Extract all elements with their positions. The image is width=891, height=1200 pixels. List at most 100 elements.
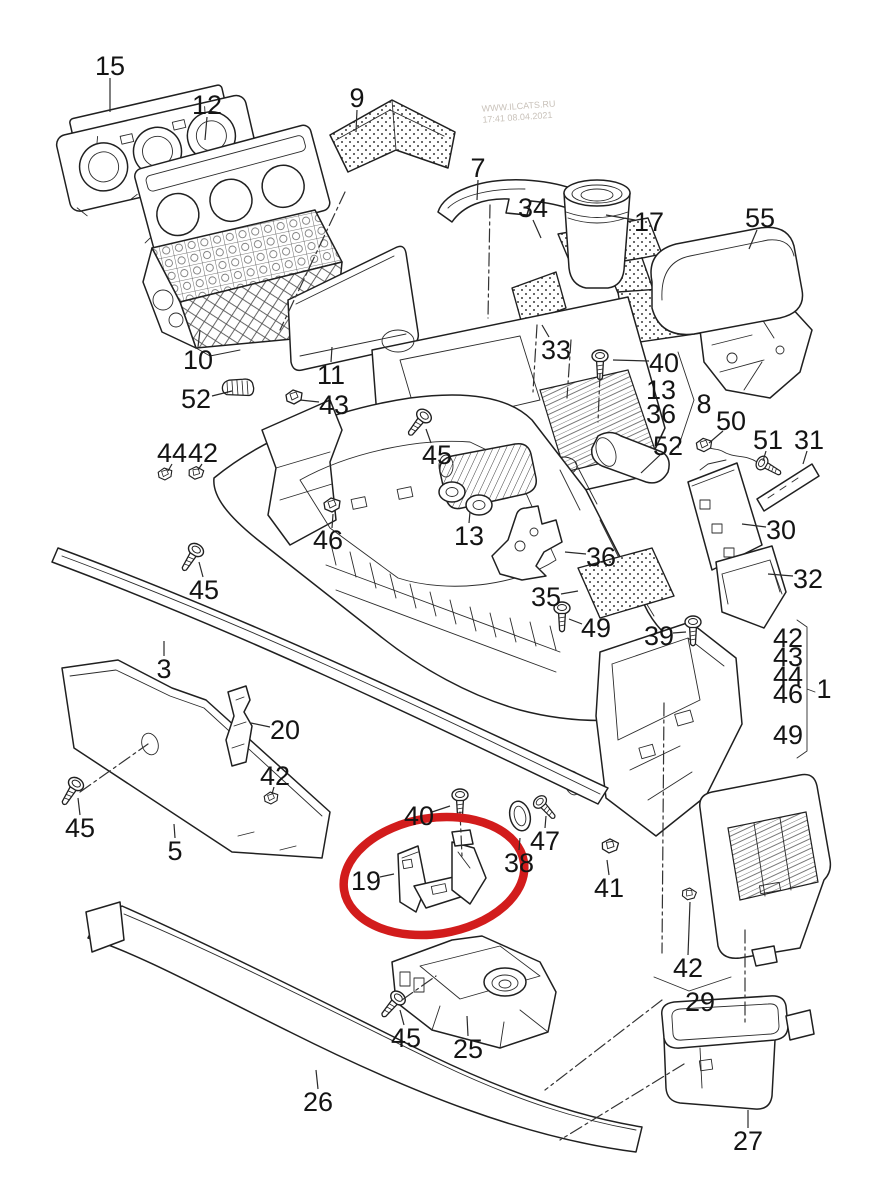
leader-line-36-26 xyxy=(564,551,587,555)
leader-line-46-24 xyxy=(331,513,334,529)
leader-line-51-13 xyxy=(762,450,767,462)
part-38-grommet xyxy=(508,800,532,832)
callout-45-50: 45 xyxy=(391,1023,421,1053)
watermark: WWW.ILCATS.RU 17:41 08.04.2021 xyxy=(481,99,555,125)
leader-line-10-17 xyxy=(197,329,201,348)
leader-line-45-34 xyxy=(77,797,81,816)
leader-line-7-3 xyxy=(476,179,479,201)
part-42-clip-bottom-right xyxy=(680,886,698,902)
leader-line-33-53 xyxy=(541,324,550,338)
callout-35-27: 35 xyxy=(531,582,561,612)
leader-line-39-29 xyxy=(672,631,687,634)
callout-12-1: 12 xyxy=(192,90,222,120)
leader-line-42-23 xyxy=(197,463,203,471)
callout-25-49: 25 xyxy=(453,1034,483,1064)
leader-line-42-33 xyxy=(271,786,275,795)
callout-13-8: 13 xyxy=(646,375,676,405)
group-brackets xyxy=(653,351,816,992)
callout-50-12: 50 xyxy=(716,406,746,436)
callout-39-29: 39 xyxy=(644,621,674,651)
part-9-rubber-mat xyxy=(329,99,456,173)
part-console-body xyxy=(213,394,713,796)
callout-33-53: 33 xyxy=(541,335,571,365)
callout-5-35: 5 xyxy=(167,836,182,866)
callout-29-48: 29 xyxy=(685,987,715,1017)
leader-line-25-49 xyxy=(466,1015,469,1037)
part-33-mat xyxy=(511,271,567,325)
callout-43-42: 43 xyxy=(773,642,803,672)
part-29-rear-vent xyxy=(699,773,832,967)
callout-9-2: 9 xyxy=(349,83,364,113)
callout-46-24: 46 xyxy=(313,525,343,555)
leader-line-20-32 xyxy=(250,722,271,728)
part-30-side-panel xyxy=(687,459,763,571)
callout-42-33: 42 xyxy=(260,761,290,791)
callout-42-41: 42 xyxy=(773,623,803,653)
leader-line-42-47 xyxy=(687,901,691,956)
part-3-trim-strip xyxy=(51,547,609,805)
callout-49-28: 49 xyxy=(581,613,611,643)
leader-line-34-4 xyxy=(532,219,542,239)
watermark-line2: 17:41 08.04.2021 xyxy=(482,110,553,125)
callout-26-51: 26 xyxy=(303,1087,333,1117)
part-43-clip xyxy=(285,389,303,405)
callout-13-25: 13 xyxy=(454,521,484,551)
leader-line-26-51 xyxy=(315,1069,319,1090)
leader-line-45-21 xyxy=(425,428,432,444)
callout-17-5: 17 xyxy=(634,207,664,237)
leader-line-32-16 xyxy=(767,573,794,577)
leader-line-43-20 xyxy=(299,399,320,403)
leader-line-31-14 xyxy=(802,450,808,465)
part-5-side-panel xyxy=(61,659,331,859)
part-41-clip xyxy=(600,837,620,855)
part-32-tray-box xyxy=(715,545,787,629)
callout-27-52: 27 xyxy=(733,1126,763,1156)
leader-line-47-38 xyxy=(544,815,547,829)
leader-line-49-28 xyxy=(568,618,583,625)
part-13-duct xyxy=(438,442,538,516)
callout-47-38: 47 xyxy=(530,826,560,856)
leader-line-55-6 xyxy=(748,229,758,250)
callout-8-10: 8 xyxy=(696,389,711,419)
callout-3-31: 3 xyxy=(156,654,171,684)
callout-42-23: 42 xyxy=(188,438,218,468)
callout-46-44: 46 xyxy=(773,679,803,709)
callout-19-37: 19 xyxy=(351,866,381,896)
leader-line-45-50 xyxy=(399,1009,405,1026)
callout-32-16: 32 xyxy=(793,564,823,594)
leader-line-52-18 xyxy=(211,390,233,397)
leader-line-40-36 xyxy=(431,805,451,813)
part-35-mat xyxy=(577,547,675,619)
callout-15-0: 15 xyxy=(95,51,125,81)
part-55-armrest xyxy=(650,226,813,399)
construction-lines xyxy=(79,191,746,1141)
callout-45-21: 45 xyxy=(422,440,452,470)
leader-line-30-15 xyxy=(741,523,767,528)
callout-40-36: 40 xyxy=(404,801,434,831)
leader-line-13-25 xyxy=(468,511,471,524)
leader-line-5-35 xyxy=(173,823,176,839)
part-44-clip xyxy=(157,467,173,481)
callout-52-11: 52 xyxy=(653,431,683,461)
callout-44-22: 44 xyxy=(157,438,187,468)
leader-line-9-2 xyxy=(355,109,358,133)
highlight-ellipse xyxy=(339,812,529,940)
part-17-cup xyxy=(563,179,631,289)
callout-45-34: 45 xyxy=(65,813,95,843)
leader-line-35-27 xyxy=(560,590,579,595)
callout-1-45: 1 xyxy=(816,674,831,704)
leader-line-11-19 xyxy=(330,346,333,363)
part-52-clip-left xyxy=(220,376,256,400)
leader-line-19-37 xyxy=(379,873,395,878)
callout-34-4: 34 xyxy=(518,193,548,223)
callout-41-40: 41 xyxy=(594,873,624,903)
part-26-floor-duct xyxy=(85,901,643,1153)
callout-42-47: 42 xyxy=(673,953,703,983)
callout-10-17: 10 xyxy=(183,345,213,375)
callout-36-26: 36 xyxy=(586,542,616,572)
callout-38-39: 38 xyxy=(504,848,534,878)
part-27-duct-box xyxy=(661,995,815,1110)
leader-line-44-22 xyxy=(167,463,173,472)
part-31-strip xyxy=(756,463,820,512)
